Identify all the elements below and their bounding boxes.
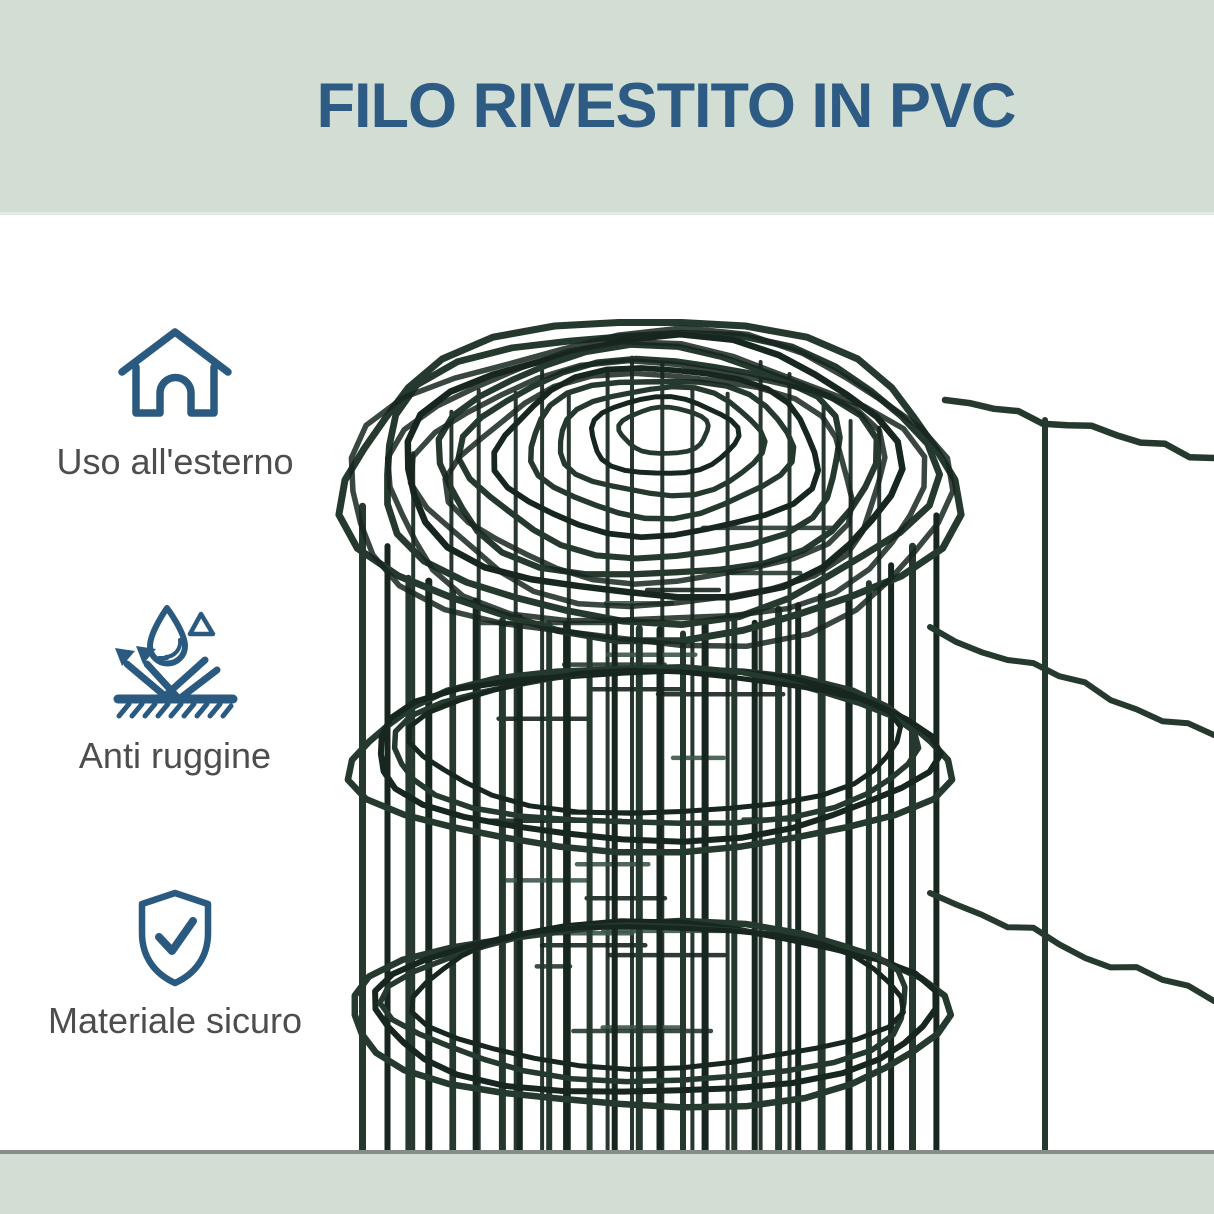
header-banner: FILO RIVESTITO IN PVC — [0, 0, 1214, 215]
feature-anti-rust: Anti ruggine — [0, 598, 350, 776]
footer-band — [0, 1150, 1214, 1214]
feature-outdoor-use: Uso all'esterno — [0, 325, 350, 482]
page-title: FILO RIVESTITO IN PVC — [316, 71, 1017, 141]
feature-label: Materiale sicuro — [47, 1000, 303, 1041]
feature-label: Uso all'esterno — [56, 441, 294, 482]
feature-label: Anti ruggine — [78, 735, 272, 776]
feature-safe-material: Materiale sicuro — [0, 888, 350, 1041]
product-photo-wire-mesh-roll — [300, 215, 1214, 1150]
feature-list: Uso all'esterno — [0, 215, 350, 1150]
content-area: Uso all'esterno — [0, 215, 1214, 1150]
wire-mesh-illustration — [335, 319, 1214, 1150]
house-icon — [0, 325, 350, 429]
anti-rust-icon — [0, 598, 350, 723]
shield-check-icon — [0, 888, 350, 988]
